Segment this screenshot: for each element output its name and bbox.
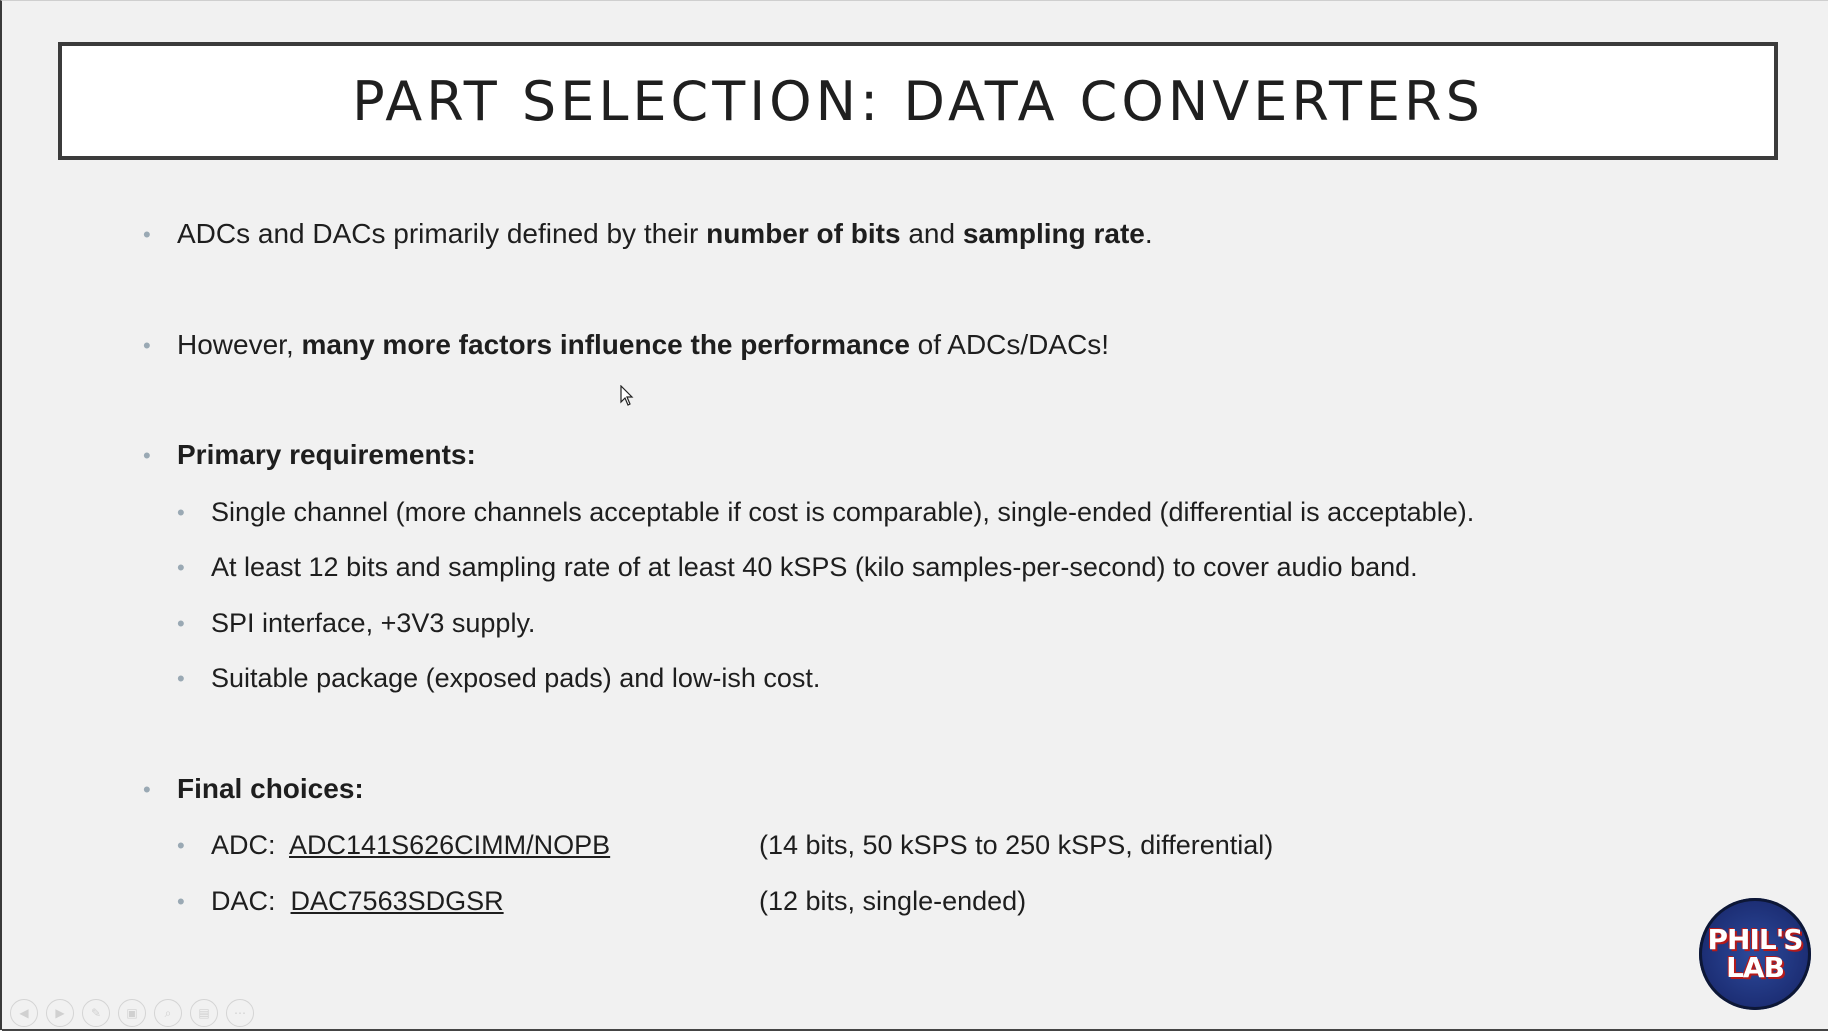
- prev-icon[interactable]: ◀: [10, 999, 38, 1027]
- more-icon[interactable]: ⋯: [226, 999, 254, 1027]
- pen-icon[interactable]: ✎: [82, 999, 110, 1027]
- final-choice-adc: • ADC: ADC141S626CIMM/NOPB: [177, 828, 611, 862]
- slide-title-box: PART SELECTION: DATA CONVERTERS: [58, 42, 1778, 160]
- phils-lab-logo: PHIL'S LAB: [1699, 898, 1811, 1010]
- slides-icon[interactable]: ▣: [118, 999, 146, 1027]
- bullet-dot: •: [143, 443, 151, 468]
- bullet-dot: •: [143, 777, 151, 802]
- bullet-dot: •: [177, 889, 185, 914]
- bullet-dot: •: [143, 222, 151, 247]
- final-choice-dac: • DAC: DAC7563SDGSR: [177, 884, 504, 918]
- subtitles-icon[interactable]: ▤: [190, 999, 218, 1027]
- bullet-dot: •: [177, 500, 185, 525]
- bullet-dot: •: [177, 555, 185, 580]
- zoom-icon[interactable]: ⌕: [154, 999, 182, 1027]
- bullet-dot: •: [177, 666, 185, 691]
- bullet-bits-sampling: • ADCs and DACs primarily defined by the…: [143, 217, 1153, 251]
- slide-title: PART SELECTION: DATA CONVERTERS: [352, 69, 1484, 133]
- requirement-item: • At least 12 bits and sampling rate of …: [177, 550, 1418, 584]
- dac-part-link[interactable]: DAC7563SDGSR: [290, 886, 504, 916]
- next-icon[interactable]: ▶: [46, 999, 74, 1027]
- mouse-cursor-icon: [620, 385, 634, 406]
- adc-part-link[interactable]: ADC141S626CIMM/NOPB: [289, 830, 611, 860]
- requirement-item: • SPI interface, +3V3 supply.: [177, 606, 535, 640]
- requirement-item: • Suitable package (exposed pads) and lo…: [177, 661, 820, 695]
- adc-spec: (14 bits, 50 kSPS to 250 kSPS, different…: [759, 830, 1274, 860]
- dac-spec: (12 bits, single-ended): [759, 886, 1027, 916]
- bullet-final-choices: • Final choices:: [143, 772, 364, 806]
- slideshow-toolbar: ◀ ▶ ✎ ▣ ⌕ ▤ ⋯: [10, 999, 254, 1027]
- requirement-item: • Single channel (more channels acceptab…: [177, 495, 1474, 529]
- bullet-dot: •: [177, 833, 185, 858]
- bullet-dot: •: [143, 333, 151, 358]
- bullet-primary-requirements: • Primary requirements:: [143, 438, 476, 472]
- bullet-more-factors: • However, many more factors influence t…: [143, 328, 1109, 362]
- bullet-dot: •: [177, 611, 185, 636]
